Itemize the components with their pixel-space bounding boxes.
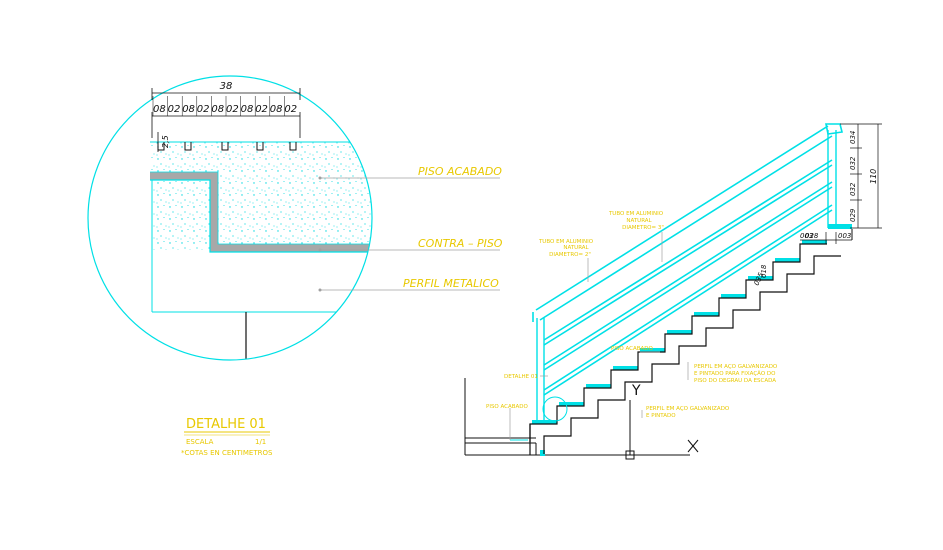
stair-tread [532,420,557,424]
units-note: *COTAS EN CENTIMETROS [181,449,273,457]
stair-tread [559,402,584,406]
scale-value: 1/1 [255,438,266,446]
stair-steps [529,240,841,455]
dim-segment: 02 [226,104,239,115]
dim-segment: 02 [284,104,297,115]
dim-right-1: 034 [849,131,857,144]
stair-profile-upper [529,243,827,442]
contrapiso-hatch [150,142,372,250]
dim-bottom-1: 003 [800,232,813,240]
dim-side: 2,5 [161,135,170,148]
detail-leaders [320,177,500,291]
note-perfil-right-l2: E PINTADO PARA FIXAÇÃO DO [694,370,776,377]
dim-segment: 08 [182,104,195,115]
note-tubo-3in-l2: NATURAL [626,218,652,224]
dim-step-riser: 018 [760,264,768,278]
note-perfil-bottom-l1: PERFIL EM AÇO GALVANIZADO [646,406,730,412]
dim-bottom-3: 003 [838,232,851,240]
dim-right-3: 032 [849,182,857,196]
stair-profile-lower [543,255,841,454]
stair-tread [586,384,611,388]
stair-tread [694,312,719,316]
stair-tread [775,258,800,262]
dim-top-total: 38 [220,81,233,92]
stair-tread [802,240,827,244]
label-perfil-metalico: PERFIL METALICO [403,277,499,290]
note-detalhe-ref: DETALHE 01 [504,374,538,380]
dim-right-2: 032 [849,156,857,170]
stair-tread [748,276,773,280]
dim-bottom-2: 028 [805,232,819,240]
dim-segment: 08 [211,104,224,115]
dim-segment: 02 [197,104,210,115]
note-piso-acabado-step: PISO ACABADO [611,346,654,352]
stair-leaders [509,232,689,440]
stair-bottom-dimensions [800,232,852,244]
note-perfil-bottom-l2: E PINTADO [646,413,676,419]
note-perfil-right-l3: PISO DO DEGRAU DA ESCADA [694,378,776,384]
stair-tread [667,330,692,334]
note-tubo-3in-l3: DIAMETRO= 3" [622,225,664,231]
dim-segment: 08 [153,104,166,115]
label-contra-piso: CONTRA – PISO [418,237,503,250]
stair-right-dimensions [840,123,882,229]
note-perfil-right-l1: PERFIL EM AÇO GALVANIZADO [694,364,778,370]
detail-circle-outline [87,75,373,361]
dim-segment: 02 [168,104,181,115]
stair-tread [721,294,746,298]
handrail-top [532,123,843,322]
stair-notes: TUBO EM ALUMINIO NATURAL DIAMETRO= 3" TU… [486,211,778,419]
note-tubo-2in-l3: DIAMETRO= 2" [549,252,591,258]
dim-right-4: 029 [849,208,857,222]
label-piso-acabado: PISO ACABADO [418,165,502,178]
detail-title: DETALHE 01 [186,417,266,432]
note-tubo-2in-l2: NATURAL [563,245,589,251]
dim-segment: 08 [270,104,283,115]
scale-label: ESCALA [186,438,214,446]
stair-tread [640,348,665,352]
stair-elevation: Y 034 032 032 029 110 003 028 003 018 03… [464,123,882,460]
stair-tread [613,366,638,370]
dim-right-total: 110 [869,169,878,184]
note-piso-acabado-floor: PISO ACABADO [486,404,529,410]
axis-y-label: Y [631,383,641,399]
handrail-intermediate [543,159,833,396]
axis-markers [625,400,699,460]
note-tubo-3in-l1: TUBO EM ALUMINIO [608,211,664,217]
dim-segment: 08 [241,104,254,115]
dim-segment: 02 [255,104,268,115]
title-block: DETALHE 01 ESCALA 1/1 *COTAS EN CENTIMET… [181,417,273,457]
note-tubo-2in-l1: TUBO EM ALUMINIO [538,239,594,245]
